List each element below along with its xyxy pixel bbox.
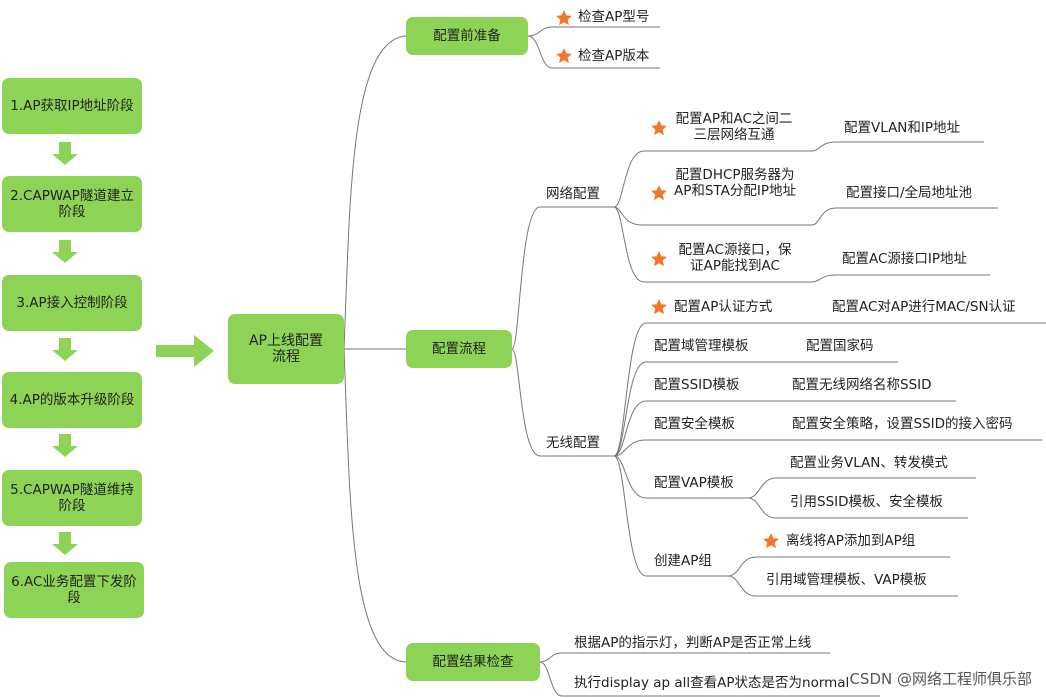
- stage-box-3: 3.AP接入控制阶段: [2, 275, 142, 331]
- wireless-item-domain: 配置域管理模板: [654, 338, 749, 354]
- stage-box-2: 2.CAPWAP隧道建立阶段: [2, 176, 142, 232]
- center-node: AP上线配置流程: [228, 314, 344, 384]
- wireless-detail-security: 配置安全策略，设置SSID的接入密码: [792, 416, 1013, 432]
- star-icon: [556, 10, 572, 26]
- watermark: CSDN @网络工程师俱乐部: [849, 670, 1032, 688]
- check-item-display: 执行display ap all查看AP状态是否为normal: [574, 675, 850, 691]
- wireless-config-label: 无线配置: [546, 435, 600, 451]
- star-icon: [556, 48, 572, 64]
- down-arrow-1: [52, 142, 78, 165]
- star-icon: [651, 120, 667, 136]
- network-detail-ac-ip: 配置AC源接口IP地址: [842, 251, 968, 267]
- wireless-item-security: 配置安全模板: [654, 416, 735, 432]
- stage-box-4: 4.AP的版本升级阶段: [2, 372, 142, 428]
- stage-down-arrows: [52, 142, 78, 555]
- wireless-detail-vap-ref: 引用SSID模板、安全模板: [790, 494, 944, 510]
- star-icon: [651, 251, 667, 267]
- wireless-detail-country: 配置国家码: [806, 338, 874, 354]
- down-arrow-5: [52, 532, 78, 555]
- network-detail-vlan-ip: 配置VLAN和IP地址: [844, 120, 961, 136]
- wireless-item-auth: 配置AP认证方式: [674, 299, 773, 315]
- connector-center-check: [343, 348, 407, 663]
- connector-center-prep: [343, 35, 407, 350]
- branch-flow: 配置流程: [406, 330, 512, 368]
- network-item-interconnect: 配置AP和AC之间二三层网络互通: [675, 111, 793, 143]
- wireless-detail-vap-vlan: 配置业务VLAN、转发模式: [790, 455, 948, 471]
- wireless-item-ssid: 配置SSID模板: [654, 377, 740, 393]
- wireless-detail-ssid: 配置无线网络名称SSID: [792, 377, 932, 393]
- network-item-ac-source: 配置AC源接口，保证AP能找到AC: [678, 242, 792, 274]
- star-icon: [651, 185, 667, 201]
- branch-prep: 配置前准备: [406, 17, 528, 55]
- star-icon: [763, 533, 779, 549]
- down-arrow-3: [52, 338, 78, 361]
- branch-check: 配置结果检查: [406, 643, 540, 681]
- wireless-detail-apgroup-ref: 引用域管理模板、VAP模板: [766, 572, 927, 588]
- down-arrow-4: [52, 434, 78, 457]
- stage-box-5: 5.CAPWAP隧道维持阶段: [2, 470, 142, 526]
- prep-item-model: 检查AP型号: [578, 9, 650, 25]
- prep-item-version: 检查AP版本: [578, 48, 650, 64]
- network-item-dhcp: 配置DHCP服务器为AP和STA分配IP地址: [673, 167, 796, 199]
- wireless-detail-auth: 配置AC对AP进行MAC/SN认证: [832, 299, 1016, 315]
- check-item-indicator: 根据AP的指示灯，判断AP是否正常上线: [574, 635, 812, 651]
- stage-box-6: 6.AC业务配置下发阶段: [4, 562, 144, 618]
- stage-box-1: 1.AP获取IP地址阶段: [2, 78, 142, 134]
- network-detail-pool: 配置接口/全局地址池: [846, 185, 973, 201]
- wireless-detail-apgroup-offline: 离线将AP添加到AP组: [786, 533, 916, 549]
- network-config-label: 网络配置: [546, 186, 600, 202]
- right-arrow: [156, 335, 214, 367]
- wireless-item-apgroup: 创建AP组: [654, 553, 712, 569]
- down-arrow-2: [52, 240, 78, 263]
- wireless-item-vap: 配置VAP模板: [654, 475, 734, 491]
- star-icon: [651, 299, 667, 315]
